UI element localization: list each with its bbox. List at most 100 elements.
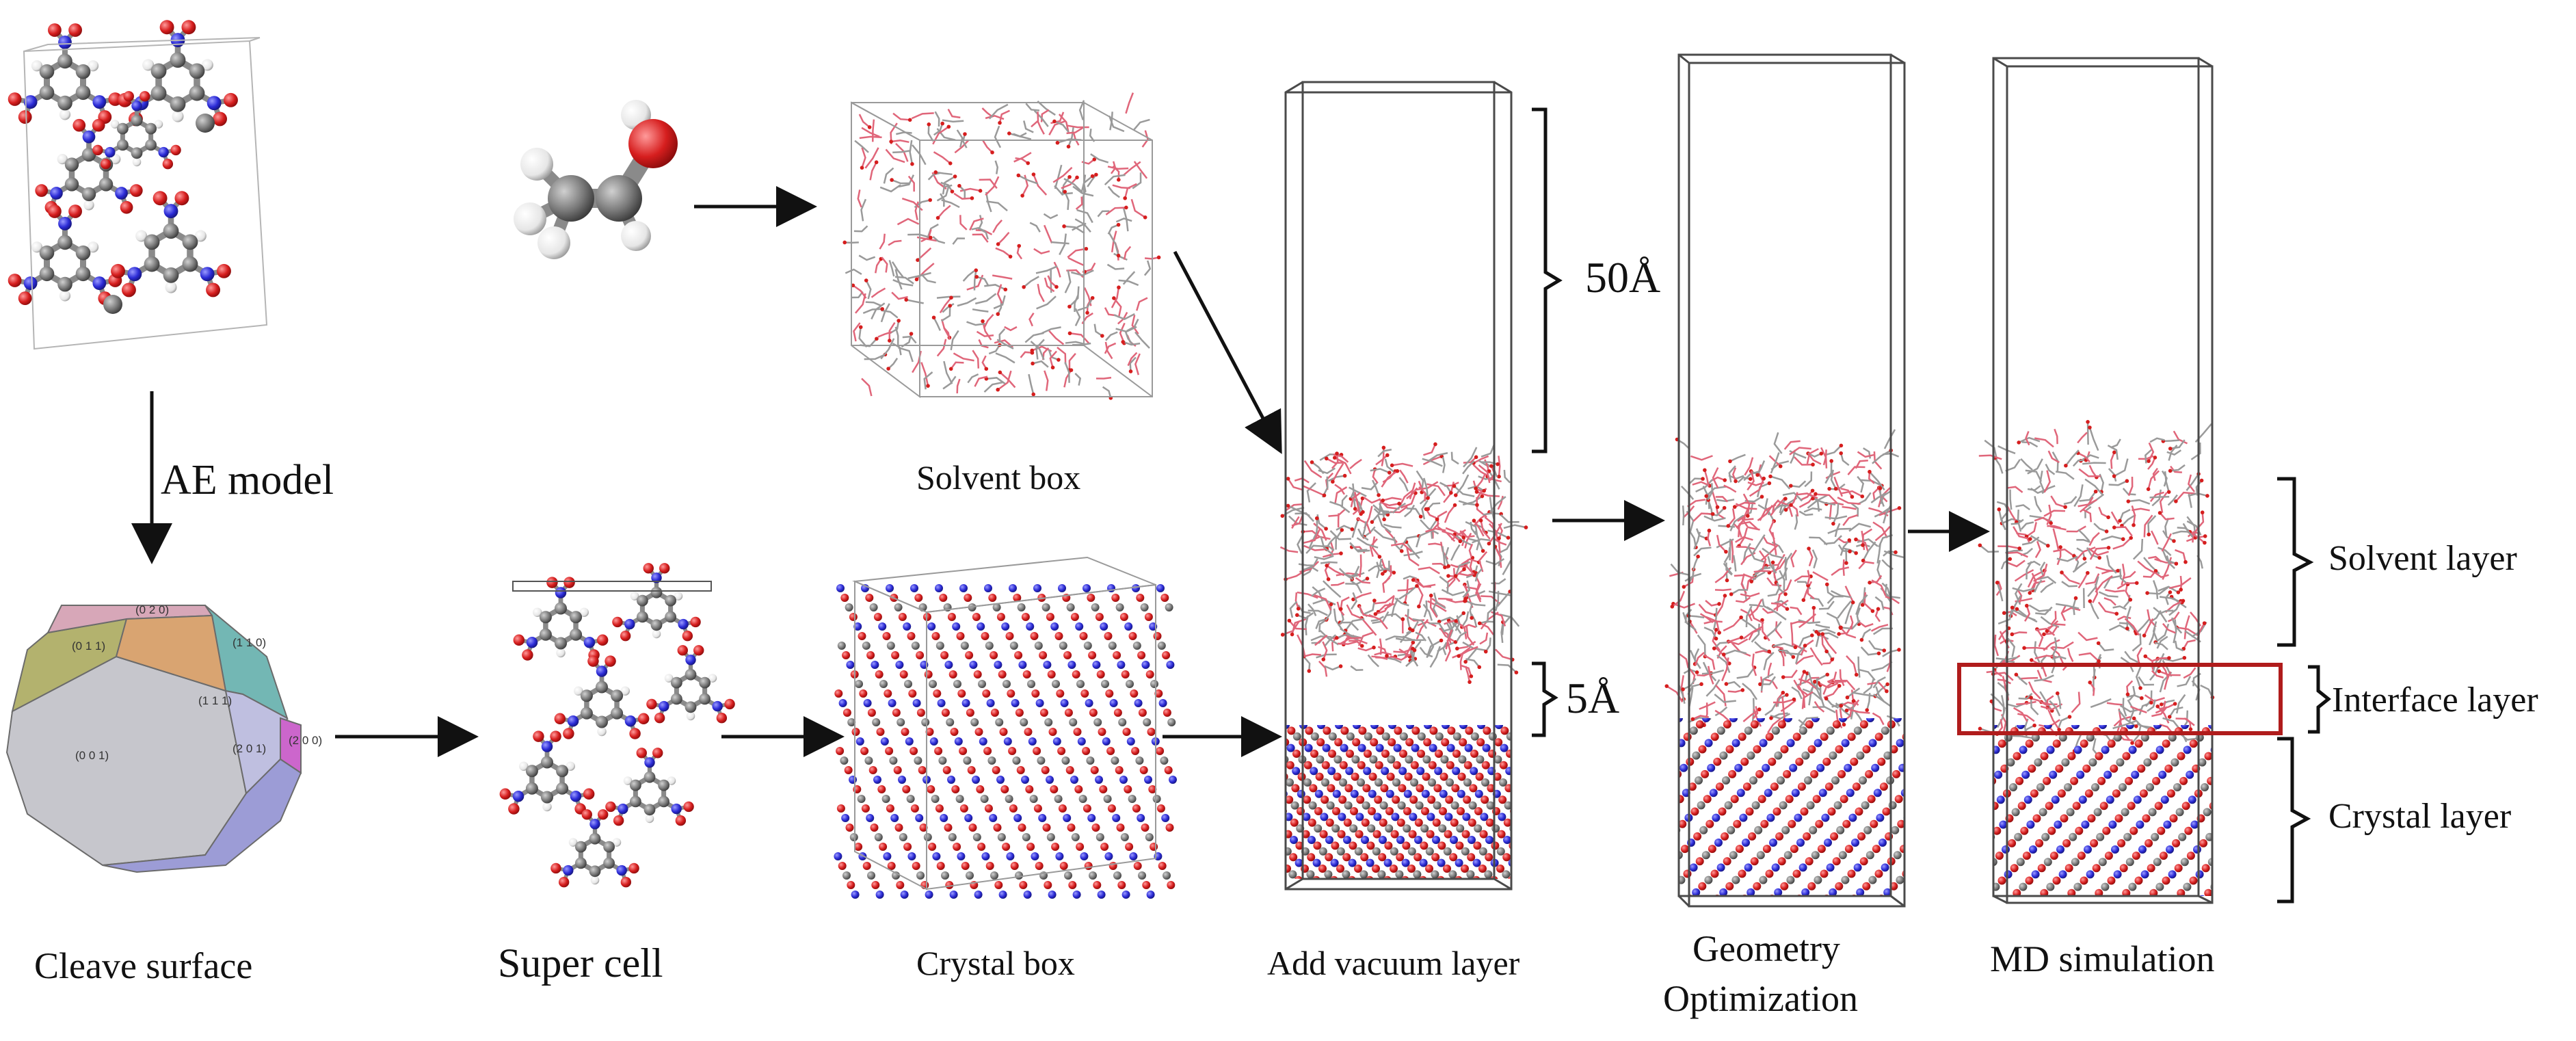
atom — [1273, 819, 1281, 827]
atom — [1522, 819, 1530, 827]
solvent-fragment — [853, 322, 861, 342]
solvent-box-molecules — [842, 92, 1161, 400]
solvent-atom — [1699, 682, 1703, 687]
atom — [1041, 603, 1050, 611]
solvent-fragment — [2027, 560, 2041, 566]
solvent-fragment — [2090, 698, 2112, 709]
brace-interface-layer — [2308, 665, 2332, 734]
atom — [2011, 808, 2020, 817]
solvent-fragment — [2147, 442, 2155, 462]
atom — [1139, 766, 1148, 774]
solvent-atom — [2112, 474, 2116, 478]
atom — [1332, 807, 1340, 815]
solvent-fragment — [2089, 601, 2099, 620]
atom — [2125, 776, 2134, 785]
atom — [1712, 813, 1721, 822]
ae-model-molecule — [8, 20, 238, 314]
atom — [2035, 839, 2044, 847]
solvent-fragment — [1445, 527, 1465, 538]
atom — [1403, 789, 1412, 798]
solvent-atom — [1325, 564, 1329, 568]
atom — [1264, 721, 1272, 729]
atom — [1805, 720, 1814, 729]
solvent-atom — [981, 319, 985, 324]
solvent-fragment — [1379, 508, 1392, 514]
atom — [1287, 726, 1296, 735]
solvent-fragment — [1033, 109, 1049, 127]
solvent-fragment — [1058, 114, 1070, 133]
atom — [2175, 808, 2184, 817]
atom — [1530, 738, 1538, 746]
atom — [1472, 858, 1481, 867]
atom — [970, 718, 979, 726]
solvent-fragment — [1375, 454, 1388, 466]
atom — [2203, 808, 2212, 817]
solvent-fragment — [2010, 518, 2024, 525]
solvent-fragment — [1297, 612, 1314, 620]
solvent-atom — [1370, 520, 1375, 524]
atom — [2233, 833, 2241, 841]
solvent-atom — [2025, 603, 2029, 608]
atom — [1475, 772, 1484, 781]
solvent-fragment — [972, 350, 980, 369]
solvent-atom — [974, 268, 979, 272]
solvent-atom — [1854, 551, 1858, 555]
atom — [945, 881, 954, 889]
solvent-atom — [1030, 350, 1035, 355]
solvent-fragment — [1036, 295, 1057, 310]
atom — [1976, 789, 1984, 798]
atom — [1766, 813, 1775, 822]
solvent-fragment — [2001, 518, 2023, 525]
atom — [894, 603, 903, 611]
atom — [1052, 737, 1061, 746]
solvent-fragment — [1025, 103, 1040, 111]
solvent-atom — [978, 189, 983, 193]
atom — [950, 728, 959, 736]
atom — [2058, 870, 2067, 879]
atom — [92, 95, 107, 109]
atom — [667, 776, 676, 785]
atom — [1342, 853, 1351, 862]
solvent-fragment — [1291, 516, 1300, 529]
solvent-atom — [948, 367, 953, 371]
atom — [2204, 752, 2212, 761]
solvent-fragment — [1104, 307, 1117, 317]
solvent-atom — [1381, 445, 1386, 450]
solvent-atom — [1016, 173, 1021, 178]
atom — [2131, 908, 2139, 916]
atom — [172, 110, 184, 122]
solvent-atom — [1463, 596, 1468, 601]
solvent-fragment — [1740, 501, 1754, 518]
solvent-fragment — [2056, 603, 2080, 609]
atom — [871, 881, 880, 889]
solvent-fragment — [1304, 657, 1311, 672]
atom — [886, 642, 895, 650]
solvent-atom — [1474, 486, 1478, 490]
solvent-atom — [957, 183, 961, 188]
atom — [939, 594, 948, 602]
atom — [537, 226, 570, 259]
atom — [1368, 789, 1377, 798]
atom — [196, 114, 215, 133]
solvent-fragment — [1694, 648, 1700, 664]
solvent-fragment — [864, 354, 886, 360]
atom — [2147, 864, 2155, 873]
atom — [1392, 795, 1400, 804]
solvent-fragment — [1784, 557, 1788, 581]
atom — [1328, 750, 1336, 758]
solvent-fragment — [2015, 504, 2030, 511]
solvent-fragment — [2119, 568, 2129, 585]
solvent-atom — [1783, 592, 1788, 596]
solvent-fragment — [1861, 528, 1873, 546]
atom — [618, 803, 628, 815]
atom — [539, 611, 552, 624]
atom — [1351, 755, 1360, 764]
atom — [23, 276, 38, 290]
atom — [1099, 785, 1108, 793]
solvent-fragment — [2089, 546, 2109, 560]
atom — [1028, 737, 1037, 746]
atom — [1006, 852, 1015, 860]
solvent-atom — [1310, 460, 1314, 464]
atom — [59, 290, 71, 302]
atom — [224, 92, 238, 107]
